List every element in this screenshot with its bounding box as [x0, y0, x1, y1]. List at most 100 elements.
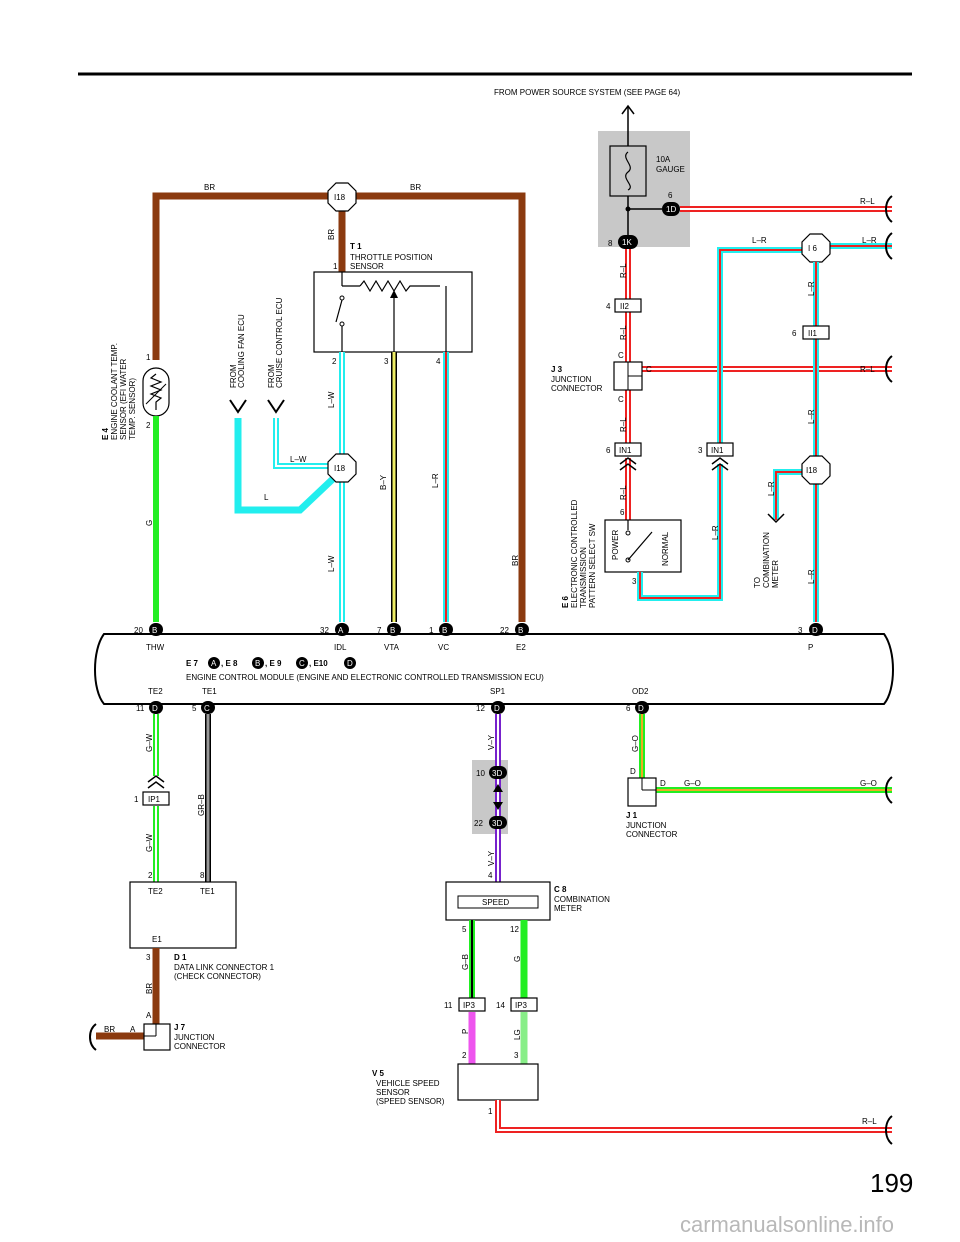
svg-text:L–W: L–W	[327, 555, 336, 572]
svg-text:BR: BR	[145, 983, 154, 994]
svg-text:5: 5	[192, 704, 197, 713]
svg-text:J 1: J 1	[626, 811, 638, 820]
svg-text:V–Y: V–Y	[487, 850, 496, 866]
svg-text:CRUISE CONTROL ECU: CRUISE CONTROL ECU	[275, 297, 284, 388]
svg-text:I18: I18	[334, 464, 346, 473]
svg-text:C: C	[646, 365, 652, 374]
svg-text:R–L: R–L	[860, 197, 875, 206]
svg-text:L–R: L–R	[767, 481, 776, 496]
svg-text:CONNECTOR: CONNECTOR	[174, 1042, 226, 1051]
svg-text:E1: E1	[152, 935, 162, 944]
svg-text:P: P	[461, 1029, 470, 1034]
svg-text:D: D	[152, 704, 158, 713]
svg-text:JUNCTION: JUNCTION	[551, 375, 592, 384]
svg-text:6: 6	[792, 329, 797, 338]
svg-text:TE1: TE1	[200, 887, 215, 896]
ecm-body	[94, 633, 894, 705]
svg-text:I18: I18	[334, 193, 346, 202]
svg-text:BR: BR	[327, 229, 336, 240]
svg-text:3: 3	[146, 953, 151, 962]
svg-text:G–O: G–O	[684, 779, 701, 788]
svg-text:IP1: IP1	[148, 795, 161, 804]
svg-text:E 4: E 4	[101, 427, 110, 440]
ecm-top-pins: B 20 THW A 32 IDL B 7 VTA B 1 VC B 22 E2…	[134, 623, 823, 652]
svg-text:FROM: FROM	[267, 364, 276, 388]
svg-text:NORMAL: NORMAL	[661, 531, 670, 566]
svg-text:OD2: OD2	[632, 687, 649, 696]
svg-text:6: 6	[606, 446, 611, 455]
svg-text:D: D	[630, 767, 636, 776]
wire-lr-e6	[637, 243, 892, 601]
svg-text:1K: 1K	[622, 238, 632, 247]
conn-1k	[618, 235, 638, 249]
svg-text:VC: VC	[438, 643, 449, 652]
t1-sensor-box	[313, 271, 473, 353]
conn-ip3-left	[458, 997, 486, 1012]
svg-text:BR: BR	[204, 183, 215, 192]
svg-text:A: A	[146, 1011, 152, 1020]
svg-text:B–Y: B–Y	[379, 474, 388, 490]
svg-text:8: 8	[608, 239, 613, 248]
svg-text:BR: BR	[410, 183, 421, 192]
conn-ip1	[142, 791, 170, 806]
svg-text:1: 1	[134, 795, 139, 804]
svg-text:L–R: L–R	[807, 281, 816, 296]
svg-text:L–R: L–R	[807, 569, 816, 584]
svg-text:ELECTRONIC CONTROLLED: ELECTRONIC CONTROLLED	[570, 499, 579, 608]
svg-text:BR: BR	[511, 555, 520, 566]
fuse-shade-lower	[598, 131, 680, 247]
svg-text:32: 32	[320, 626, 329, 635]
conn-i18-right	[801, 455, 831, 485]
svg-text:12: 12	[510, 925, 519, 934]
svg-text:FROM: FROM	[229, 364, 238, 388]
svg-text:CONNECTOR: CONNECTOR	[551, 384, 603, 393]
svg-text:IN1: IN1	[619, 446, 632, 455]
svg-text:1: 1	[333, 262, 338, 271]
svg-text:C: C	[299, 659, 305, 668]
svg-text:LG: LG	[513, 1029, 522, 1040]
svg-text:E 7: E 7	[186, 659, 199, 668]
svg-text:SENSOR: SENSOR	[350, 262, 384, 271]
svg-text:METER: METER	[771, 560, 780, 588]
svg-text:VEHICLE SPEED: VEHICLE SPEED	[376, 1079, 440, 1088]
svg-text:V–Y: V–Y	[487, 734, 496, 750]
svg-text:8: 8	[200, 871, 205, 880]
svg-text:J 3: J 3	[551, 365, 563, 374]
svg-text:SENSOR (EFI WATER: SENSOR (EFI WATER	[119, 358, 128, 440]
wire-lr-right	[773, 262, 819, 622]
svg-text:C 8: C 8	[554, 885, 567, 894]
wire-l-fan	[234, 418, 339, 514]
svg-text:I 6: I 6	[808, 244, 817, 253]
svg-text:G–B: G–B	[461, 954, 470, 970]
svg-text:L–R: L–R	[431, 473, 440, 488]
svg-text:3: 3	[798, 626, 803, 635]
svg-text:3D: 3D	[492, 819, 502, 828]
conn-ii2	[614, 298, 642, 313]
svg-text:6: 6	[668, 191, 673, 200]
svg-text:J 7: J 7	[174, 1023, 186, 1032]
svg-text:G: G	[145, 520, 154, 526]
svg-text:B: B	[255, 659, 260, 668]
svg-text:6: 6	[620, 508, 625, 517]
svg-text:L: L	[264, 493, 269, 502]
svg-text:A: A	[338, 626, 344, 635]
svg-text:5: 5	[462, 925, 467, 934]
svg-text:20: 20	[134, 626, 143, 635]
svg-text:T 1: T 1	[350, 242, 362, 251]
svg-text:, E 8: , E 8	[221, 659, 238, 668]
conn-1d	[662, 202, 680, 216]
conn-i18-mid	[327, 453, 357, 483]
fuse-name: GAUGE	[656, 165, 685, 174]
svg-text:L–R: L–R	[752, 236, 767, 245]
conn-i6	[801, 233, 831, 263]
conn-i18-top	[327, 182, 357, 212]
svg-text:GR–B: GR–B	[197, 794, 206, 816]
svg-text:(SPEED SENSOR): (SPEED SENSOR)	[376, 1097, 445, 1106]
svg-text:SENSOR: SENSOR	[376, 1088, 410, 1097]
svg-text:, E 9: , E 9	[265, 659, 282, 668]
svg-text:E2: E2	[516, 643, 526, 652]
wire-rl-v5	[495, 1100, 892, 1133]
svg-text:IP3: IP3	[463, 1001, 476, 1010]
svg-text:(CHECK CONNECTOR): (CHECK CONNECTOR)	[174, 972, 261, 981]
